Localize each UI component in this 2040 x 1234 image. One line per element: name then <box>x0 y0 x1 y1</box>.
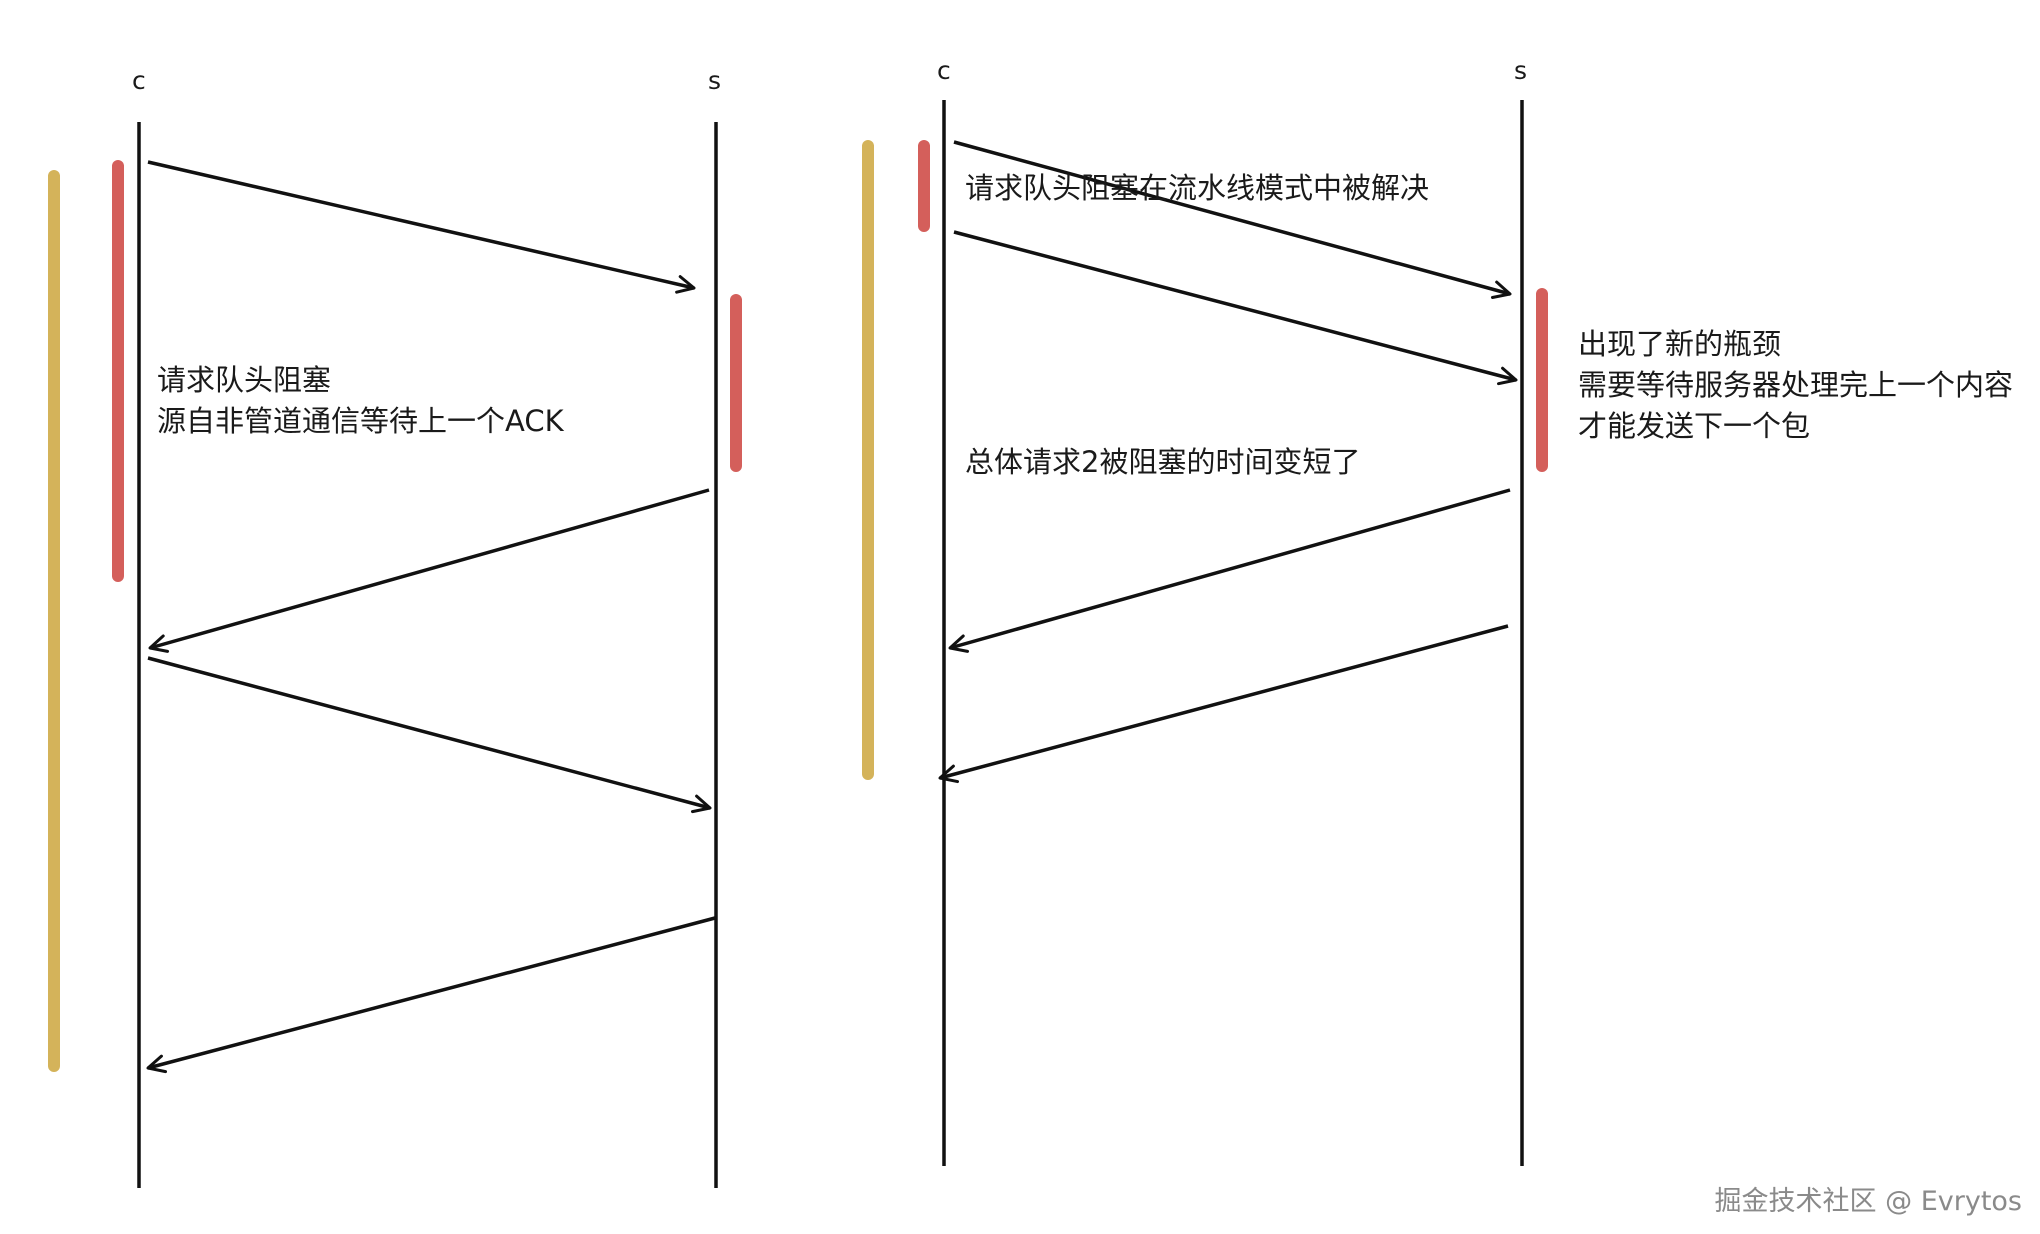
right-request-1-arrow <box>953 140 1512 299</box>
right-response-2-arrow <box>938 624 1509 784</box>
left-response-1-arrow <box>148 488 710 653</box>
right-response-1-arrow <box>948 488 1511 653</box>
left-note-line-2: 源自非管道通信等待上一个ACK <box>157 404 564 438</box>
left-blocking-note: 请求队头阻塞 源自非管道通信等待上一个ACK <box>157 360 564 442</box>
left-request-1-arrow <box>147 160 696 294</box>
right-server-note: 出现了新的瓶颈 需要等待服务器处理完上一个内容 才能发送下一个包 <box>1578 324 2013 447</box>
left-server-label: s <box>708 66 722 95</box>
right-top-note: 请求队头阻塞在流水线模式中被解决 <box>965 171 1430 205</box>
right-server-note-line-3: 才能发送下一个包 <box>1578 409 1811 443</box>
right-request-2-arrow <box>953 230 1518 386</box>
right-middle-note: 总体请求2被阻塞的时间变短了 <box>965 445 1361 479</box>
right-server-label: s <box>1514 56 1528 85</box>
right-server-note-line-1: 出现了新的瓶颈 <box>1578 327 1782 361</box>
right-server-note-line-2: 需要等待服务器处理完上一个内容 <box>1578 368 2014 402</box>
left-note-line-1: 请求队头阻塞 <box>157 363 332 397</box>
left-request-2-arrow <box>147 656 712 814</box>
watermark: 掘金技术社区 @ Evrytos <box>1714 1186 2022 1217</box>
right-client-label: c <box>937 56 951 85</box>
left-response-2-arrow <box>146 916 716 1074</box>
left-client-label: c <box>132 66 146 95</box>
